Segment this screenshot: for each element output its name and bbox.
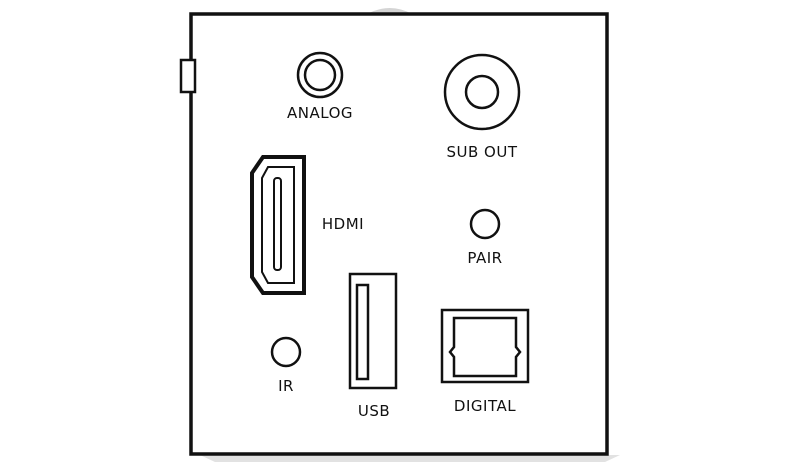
analog-label: ANALOG <box>287 104 353 122</box>
usb-label: USB <box>357 402 391 420</box>
ir-sensor <box>270 336 302 368</box>
side-tab <box>179 58 197 94</box>
digital-optical-port <box>440 308 530 384</box>
digital-label: DIGITAL <box>453 397 517 415</box>
pair-button <box>469 208 501 240</box>
pair-label: PAIR <box>467 249 503 267</box>
ir-label: IR <box>278 377 294 395</box>
usb-port <box>348 272 398 390</box>
sub-out-label: SUB OUT <box>446 143 518 161</box>
analog-jack <box>296 51 344 99</box>
hdmi-port <box>250 155 306 295</box>
hdmi-label: HDMI <box>321 215 365 233</box>
bottom-shadow <box>200 455 620 462</box>
sub-out-jack <box>443 53 521 131</box>
